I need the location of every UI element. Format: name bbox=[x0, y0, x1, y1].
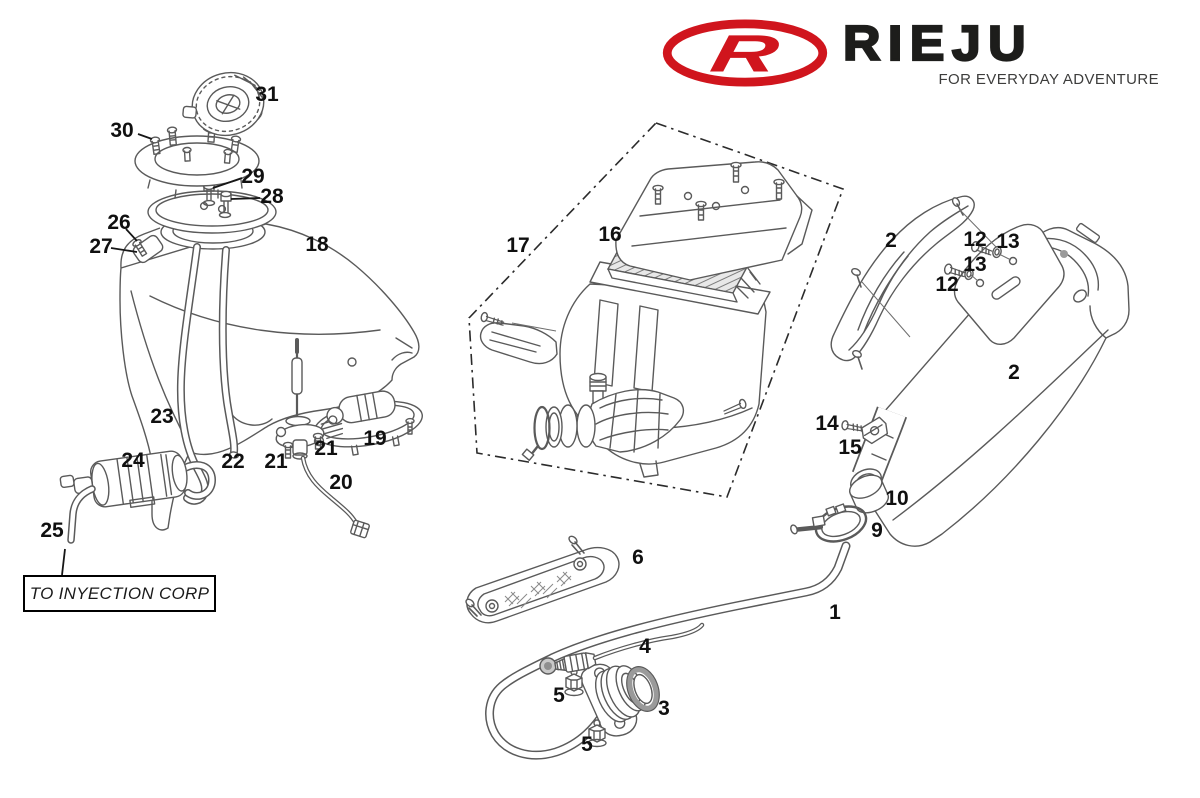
part-number-label: 31 bbox=[255, 83, 279, 106]
fuel-cap bbox=[182, 71, 265, 137]
part-number-label: 15 bbox=[838, 436, 862, 459]
pipe-heat-shield bbox=[465, 535, 620, 624]
part-number-label: 12 bbox=[963, 228, 987, 251]
part-number-label: 20 bbox=[329, 471, 353, 494]
part-number-label: 1 bbox=[829, 601, 841, 624]
part-number-label: 3 bbox=[658, 697, 670, 720]
part-number-label: 17 bbox=[506, 234, 530, 257]
flange-nut bbox=[564, 668, 584, 697]
exhaust-assembly bbox=[465, 195, 1130, 760]
muffler-joint-ring bbox=[848, 474, 889, 514]
part-number-label: 13 bbox=[963, 253, 987, 276]
airbox-assembly bbox=[468, 122, 845, 498]
exhaust-gasket bbox=[626, 666, 660, 712]
part-number-label: 18 bbox=[305, 233, 329, 256]
exhaust-clamp bbox=[790, 503, 868, 543]
rieju-logo: R RIEJU FOR EVERYDAY ADVENTURE bbox=[655, 12, 1165, 92]
fuel-tank-assembly bbox=[59, 71, 423, 576]
lid-screws bbox=[652, 161, 785, 221]
part-number-label: 30 bbox=[110, 119, 134, 142]
part-number-label: 2 bbox=[885, 229, 897, 252]
flange-nut bbox=[587, 719, 607, 748]
brand-wordmark: RIEJU bbox=[842, 17, 1034, 71]
part-number-label: 4 bbox=[639, 635, 651, 658]
part-number-label: 2 bbox=[1008, 361, 1020, 384]
part-number-label: 24 bbox=[121, 449, 145, 472]
part-number-label: 28 bbox=[260, 185, 284, 208]
part-number-label: 5 bbox=[581, 733, 593, 756]
part-number-label: 10 bbox=[885, 487, 909, 510]
part-number-label: 14 bbox=[815, 412, 839, 435]
brand-tagline: FOR EVERYDAY ADVENTURE bbox=[938, 71, 1159, 88]
part-number-label: 23 bbox=[150, 405, 174, 428]
part-number-label: 16 bbox=[598, 223, 622, 246]
emblem-letter: R bbox=[706, 24, 783, 83]
part-number-label: 25 bbox=[40, 519, 64, 542]
muffler-bracket bbox=[861, 416, 889, 445]
part-number-label: 6 bbox=[632, 546, 644, 569]
part-number-label: 26 bbox=[107, 211, 131, 234]
fuel-filter bbox=[59, 450, 188, 508]
injection-callout-text: TO INYECTION CORP bbox=[29, 583, 210, 603]
part-number-label: 19 bbox=[363, 427, 387, 450]
part-number-label: 12 bbox=[935, 273, 959, 296]
part-number-label: 21 bbox=[314, 437, 338, 460]
rieju-emblem-icon: R bbox=[662, 19, 828, 87]
muffler-heat-shield bbox=[830, 195, 1001, 370]
part-number-label: 13 bbox=[996, 230, 1020, 253]
fuel-tap bbox=[275, 338, 370, 539]
part-number-label: 29 bbox=[241, 165, 265, 188]
part-number-label: 27 bbox=[89, 235, 113, 258]
part-number-label: 21 bbox=[264, 450, 288, 473]
injection-callout-box: TO INYECTION CORP bbox=[23, 575, 216, 612]
part-number-label: 22 bbox=[221, 450, 245, 473]
airbox-boundary bbox=[468, 122, 845, 498]
part-number-label: 9 bbox=[871, 519, 883, 542]
part-number-label: 5 bbox=[553, 684, 565, 707]
